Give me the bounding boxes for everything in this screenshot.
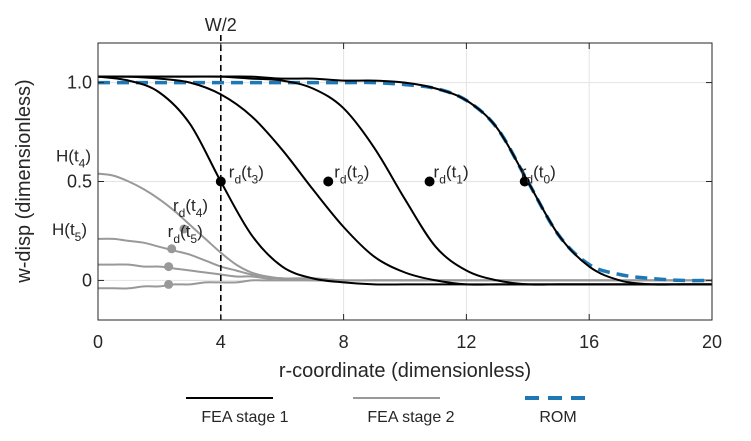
marker-point [164, 279, 174, 289]
marker-label: rd(t0) [521, 163, 556, 187]
series-line-fea-stage-1-4 [97, 75, 712, 286]
marker-point [179, 224, 189, 234]
x-tick-label: 20 [702, 332, 722, 352]
x-tick-label: 8 [339, 332, 349, 352]
marker-point [323, 176, 334, 187]
marker-point [215, 176, 226, 187]
marker-point [164, 262, 174, 272]
marker-label: rd(t1) [434, 163, 469, 187]
x-axis-label: r-coordinate (dimensionless) [279, 360, 531, 382]
annotations: H(t4) H(t5) [52, 147, 91, 244]
marker-label: rd(t3) [229, 163, 264, 187]
marker-point [519, 176, 530, 187]
x-tick-label: 12 [456, 332, 476, 352]
marker-point [167, 244, 177, 254]
series-line-rom-1 [97, 80, 713, 283]
y-axis-label: w-disp (dimensionless) [13, 79, 35, 283]
marker-label: rd(t2) [334, 163, 369, 187]
h-annotation: H(t5) [52, 220, 87, 244]
legend-label: FEA stage 1 [201, 409, 288, 426]
x-tick-label: 0 [93, 332, 103, 352]
y-tick-label: 1.0 [67, 73, 92, 93]
curves: W/2 [97, 15, 713, 320]
legend: FEA stage 1 FEA stage 2 ROM [186, 396, 591, 426]
x-tick-label: 16 [579, 332, 599, 352]
y-tick-label: 0 [82, 270, 92, 290]
h-annotation: H(t4) [56, 147, 91, 171]
y-tick-label: 0.5 [67, 172, 92, 192]
marker-point [424, 176, 435, 187]
legend-label: FEA stage 2 [367, 409, 454, 426]
ticks: 0 4 8 12 16 20 0 0.5 1.0 [67, 43, 722, 352]
legend-label: ROM [539, 409, 576, 426]
half-width-label: W/2 [205, 15, 237, 35]
marker-label: rd(t4) [173, 196, 208, 220]
markers: rd(t3) rd(t2) rd(t1) rd(t0) rd(t4)rd(t5) [164, 163, 556, 289]
marker-label: rd(t5) [168, 222, 203, 246]
x-tick-label: 4 [216, 332, 226, 352]
